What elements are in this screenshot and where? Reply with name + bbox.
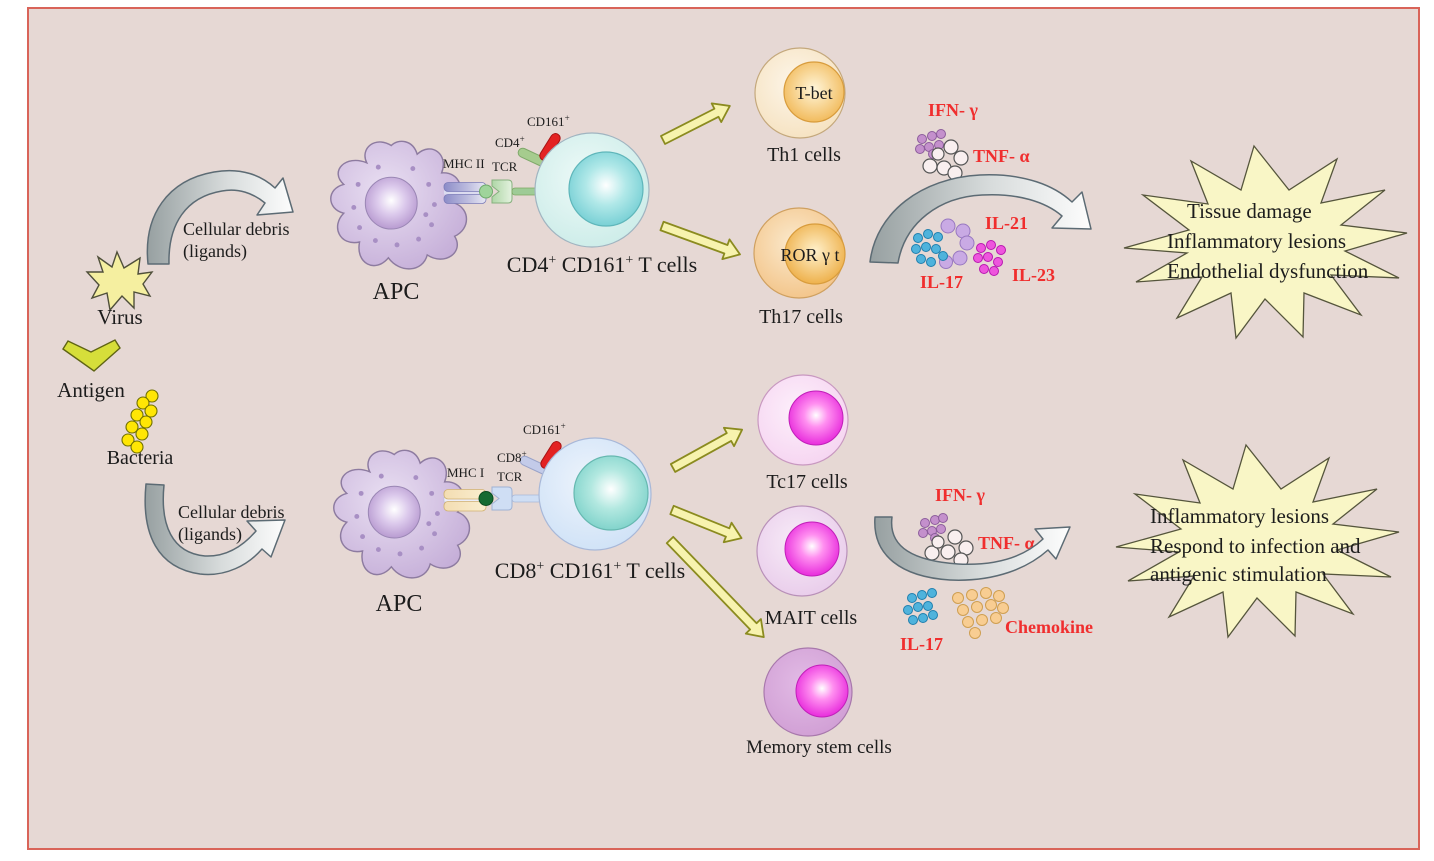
outcome-top-line3: Endothelial dysfunction bbox=[1167, 259, 1369, 283]
cd161-bottom-label: CD161+ bbox=[523, 421, 566, 437]
cellular-debris-bottom-line2: (ligands) bbox=[178, 524, 242, 545]
tc17-cell bbox=[757, 374, 849, 466]
mhc2-bar-lower bbox=[443, 194, 487, 204]
il21-dots bbox=[939, 218, 975, 269]
apc-top-label: APC bbox=[373, 279, 420, 305]
chemokine-label: Chemokine bbox=[1005, 617, 1093, 637]
peptide-dot-darkgreen bbox=[478, 491, 494, 506]
cd8-tcells-label: CD8+ CD161+ T cells bbox=[495, 558, 685, 583]
tnf-alpha-top-label: TNF- α bbox=[973, 146, 1030, 166]
arrow-to-th17 bbox=[659, 220, 741, 261]
th17-cell bbox=[753, 207, 846, 299]
mhc1-label: MHC I bbox=[447, 465, 484, 480]
tc17-label: Tc17 cells bbox=[766, 471, 848, 493]
outcome-top-line1: Tissue damage bbox=[1187, 199, 1312, 223]
cd4-t-cell-nucleus bbox=[568, 151, 644, 227]
th1-cell bbox=[754, 47, 846, 139]
cd4-t-cell bbox=[534, 132, 650, 248]
cd4-label: CD4+ bbox=[495, 134, 525, 150]
mait-label: MAIT cells bbox=[765, 607, 858, 629]
arrow-to-mait bbox=[669, 504, 743, 544]
tnf-alpha-dots-top bbox=[922, 139, 969, 181]
cd8-label: CD8+ bbox=[497, 449, 527, 465]
outcome-top-line2: Inflammatory lesions bbox=[1167, 229, 1346, 253]
outcome-bottom-line2: Respond to infection and bbox=[1150, 534, 1361, 558]
outcome-bottom-line3: antigenic stimulation bbox=[1150, 562, 1327, 586]
cd8-t-cell-nucleus bbox=[573, 455, 649, 531]
th17-label: Th17 cells bbox=[759, 306, 843, 328]
cellular-debris-top-line2: (ligands) bbox=[183, 241, 247, 262]
mhc1-bar-lower bbox=[443, 501, 487, 512]
antigen-shape-icon bbox=[62, 339, 121, 372]
bacteria-label: Bacteria bbox=[107, 447, 174, 469]
il23-dots bbox=[973, 240, 1006, 276]
curved-arrow-bottom-left bbox=[144, 483, 286, 576]
il23-label: IL-23 bbox=[1012, 265, 1055, 285]
cellular-debris-top-line1: Cellular debris bbox=[183, 219, 289, 239]
memory-stem-cell bbox=[763, 647, 853, 737]
tcr-bracket-bottom bbox=[491, 486, 513, 511]
apc-bottom-label: APC bbox=[376, 591, 423, 617]
il17-bottom-label: IL-17 bbox=[900, 634, 943, 654]
th1-marker: T-bet bbox=[795, 83, 832, 103]
curved-arrow-top-right bbox=[869, 174, 1092, 264]
tcr-top-label: TCR bbox=[492, 159, 518, 174]
virus-label: Virus bbox=[97, 305, 142, 329]
virus-star-icon bbox=[85, 250, 154, 312]
memory-label: Memory stem cells bbox=[746, 737, 892, 758]
cd4-tcells-label: CD4+ CD161+ T cells bbox=[507, 252, 697, 277]
mait-cell bbox=[756, 505, 848, 597]
arrow-to-tc17 bbox=[669, 426, 743, 473]
bacteria-cluster-icon bbox=[121, 389, 159, 454]
tcr-bracket-top bbox=[491, 179, 513, 204]
cellular-debris-bottom-line1: Cellular debris bbox=[178, 502, 284, 522]
peptide-dot-green bbox=[479, 184, 493, 199]
il17-dots-top bbox=[911, 229, 948, 267]
arrow-to-memory bbox=[665, 535, 765, 639]
tcr-bottom-label: TCR bbox=[497, 469, 523, 484]
il17-top-label: IL-17 bbox=[920, 272, 963, 292]
chemokine-dots bbox=[952, 587, 1009, 639]
arrow-to-th1 bbox=[660, 102, 731, 145]
cd8-t-cell bbox=[538, 437, 652, 551]
tnf-alpha-bottom-label: TNF- α bbox=[978, 533, 1035, 553]
ifn-gamma-top-label: IFN- γ bbox=[928, 100, 978, 120]
antigen-label: Antigen bbox=[57, 378, 125, 402]
mhc2-label: MHC II bbox=[443, 156, 485, 171]
th17-marker: ROR γ t bbox=[781, 245, 840, 265]
tnf-alpha-dots-bottom bbox=[924, 529, 974, 568]
th1-label: Th1 cells bbox=[767, 144, 841, 166]
curved-arrow-bottom-right bbox=[874, 516, 1071, 581]
cd161-top-label: CD161+ bbox=[527, 113, 570, 129]
curved-arrow-top-left bbox=[146, 169, 294, 265]
outcome-bottom-line1: Inflammatory lesions bbox=[1150, 504, 1329, 528]
il17-dots-bottom bbox=[903, 588, 938, 625]
mhc2-linker bbox=[444, 190, 484, 195]
mhc2-tcr-complex bbox=[443, 133, 561, 204]
il21-label: IL-21 bbox=[985, 213, 1028, 233]
ifn-gamma-bottom-label: IFN- γ bbox=[935, 485, 985, 505]
